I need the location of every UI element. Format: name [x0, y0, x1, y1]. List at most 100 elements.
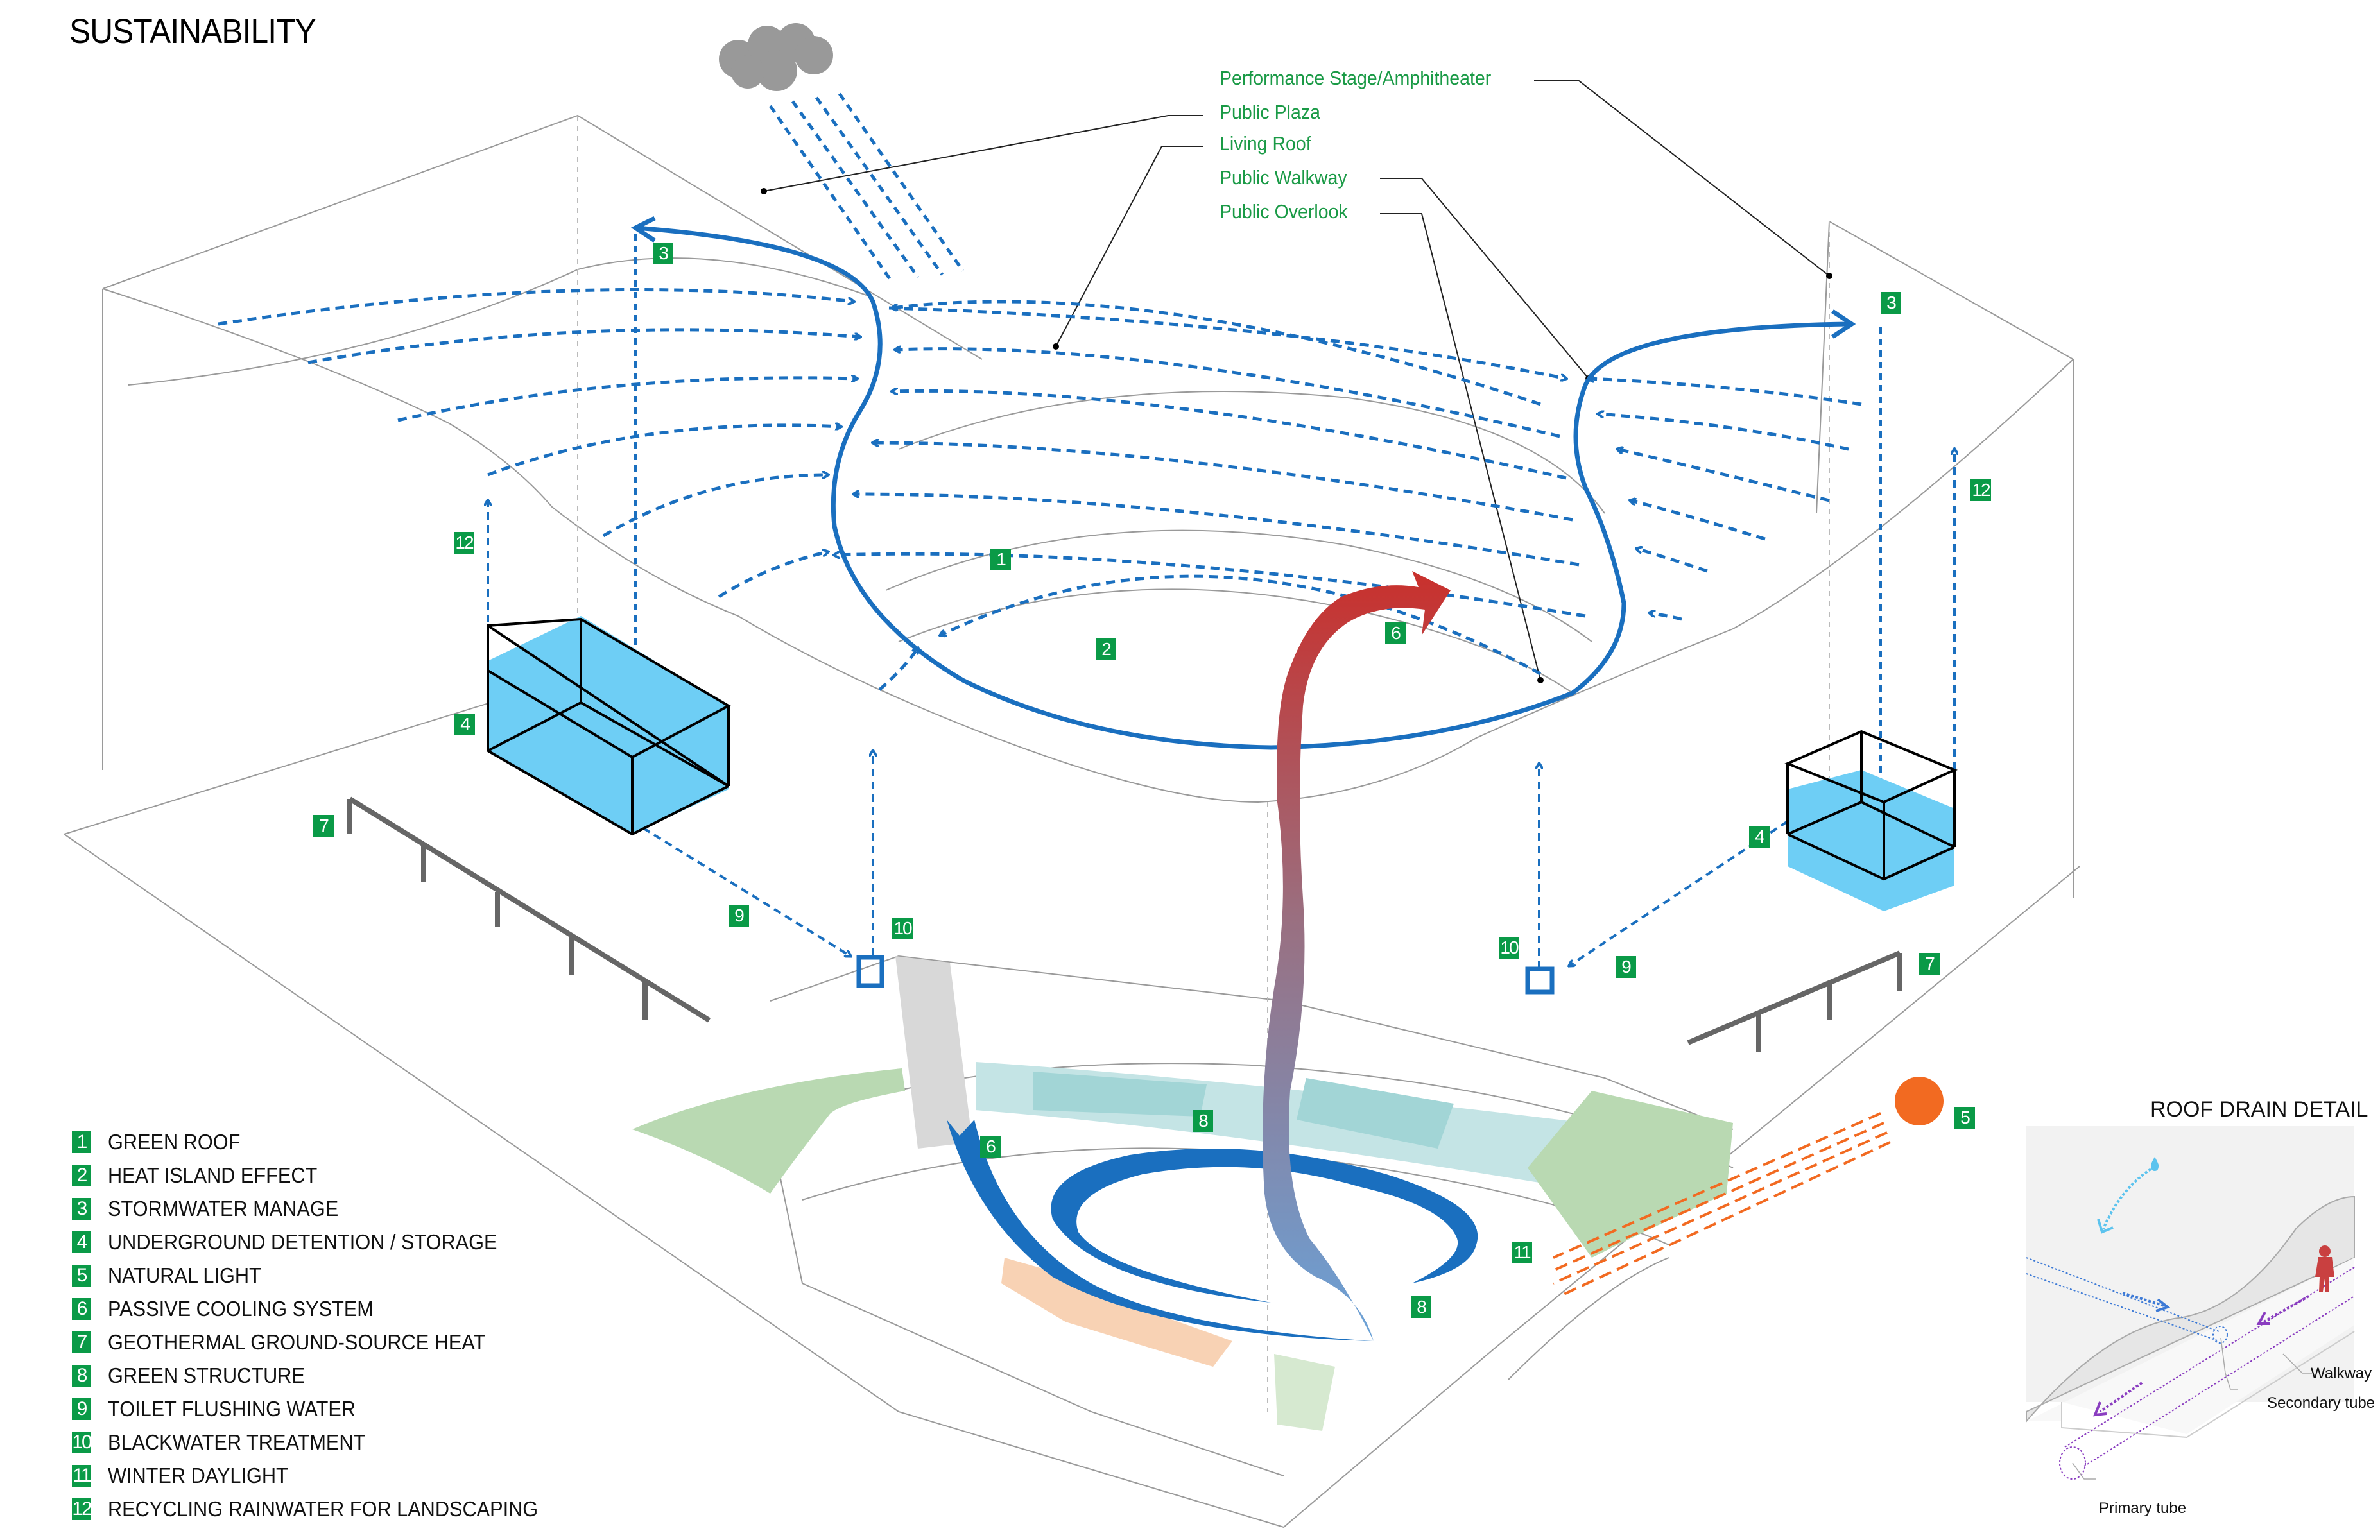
- legend-item: 5 NATURAL LIGHT: [72, 1263, 273, 1288]
- tag-stormwater-left: 3: [653, 243, 673, 264]
- geothermal-rail-left: [347, 796, 711, 1023]
- primary-tube-line: [2064, 1267, 2355, 1448]
- right-storage-tank: [1784, 730, 1958, 911]
- callout-public-overlook: Public Overlook: [1220, 200, 1348, 223]
- green-patch-bottom: [1274, 1354, 1335, 1431]
- legend-number: 10: [72, 1432, 92, 1453]
- callout-performance-stage: Performance Stage/Amphitheater: [1220, 67, 1492, 89]
- secondary-tube-end: [2212, 1326, 2228, 1344]
- gray-wall: [895, 956, 972, 1149]
- legend-label: WINTER DAYLIGHT: [108, 1464, 288, 1487]
- legend-number: 3: [72, 1198, 91, 1220]
- secondary-tube-label: Secondary tube: [2267, 1394, 2376, 1412]
- rain-lines: [768, 92, 965, 284]
- legend-label: NATURAL LIGHT: [108, 1263, 261, 1287]
- legend-item: 4 UNDERGROUND DETENTION / STORAGE: [72, 1229, 526, 1255]
- tag-winter-daylight: 11: [1512, 1242, 1532, 1263]
- legend-item: 1 GREEN ROOF: [72, 1129, 250, 1155]
- ventilation-stack: [1263, 571, 1451, 1341]
- legend-label: BLACKWATER TREATMENT: [108, 1430, 366, 1454]
- peach-surface: [1001, 1258, 1232, 1367]
- runoff-arrows-left: [218, 287, 918, 691]
- tag-passive-cooling-top: 6: [1385, 622, 1406, 644]
- left-storage-tank: [487, 616, 732, 836]
- primary-tube-end: [2059, 1446, 2086, 1480]
- stormwater-arrow-left: [631, 216, 656, 243]
- legend-number: 6: [72, 1298, 91, 1320]
- legend-item: 9 TOILET FLUSHING WATER: [72, 1396, 374, 1422]
- tag-toilet-flushing-right: 9: [1616, 956, 1636, 978]
- stormwater-loop: [635, 225, 1849, 750]
- callout-dots: [761, 188, 1832, 683]
- walkway-label: Walkway: [2311, 1365, 2372, 1382]
- legend-label: HEAT ISLAND EFFECT: [108, 1163, 318, 1187]
- tag-green-structure-top: 8: [1193, 1110, 1213, 1132]
- legend-label: GEOTHERMAL GROUND-SOURCE HEAT: [108, 1330, 486, 1354]
- detail-wave-surface: [2026, 1195, 2355, 1423]
- legend-label: TOILET FLUSHING WATER: [108, 1397, 356, 1421]
- tag-green-roof: 1: [990, 549, 1011, 570]
- callout-public-walkway: Public Walkway: [1220, 166, 1347, 189]
- tag-recycling-left: 12: [454, 532, 474, 554]
- stormwater-drops: [634, 234, 1882, 812]
- legend-number: 11: [72, 1465, 92, 1487]
- blackwater-box-right: [1525, 966, 1555, 995]
- legend-number: 1: [72, 1131, 91, 1153]
- green-roof-left: [632, 1068, 905, 1194]
- tag-recycling-right: 12: [1970, 479, 1991, 501]
- legend-number: 7: [72, 1331, 91, 1353]
- sun-icon: [1895, 1077, 1944, 1125]
- tag-storage-right: 4: [1749, 826, 1770, 848]
- callout-leaders: [763, 80, 1830, 681]
- legend-item: 10 BLACKWATER TREATMENT: [72, 1430, 384, 1455]
- legend-label: RECYCLING RAINWATER FOR LANDSCAPING: [108, 1497, 539, 1521]
- primary-tube-label: Primary tube: [2099, 1500, 2187, 1517]
- geothermal-rail-right: [1687, 950, 1902, 1052]
- tag-green-structure-bottom: 8: [1411, 1296, 1431, 1318]
- page-title: SUSTAINABILITY: [69, 12, 316, 51]
- tag-passive-cooling-bottom: 6: [980, 1136, 1001, 1158]
- rain-flow-arrow: [2102, 1163, 2159, 1229]
- guide-lines: [577, 116, 1830, 1412]
- legend-label: GREEN ROOF: [108, 1130, 241, 1154]
- legend-item: 2 HEAT ISLAND EFFECT: [72, 1163, 333, 1188]
- detail-walkway: [2026, 1258, 2354, 1434]
- person-silhouette-icon: [2315, 1245, 2334, 1292]
- legend-number: 9: [72, 1398, 91, 1420]
- tag-geothermal-left: 7: [313, 815, 334, 837]
- stormwater-arrow-right: [1831, 309, 1856, 339]
- water-drop-icon: [2151, 1157, 2159, 1171]
- legend-label: GREEN STRUCTURE: [108, 1364, 305, 1387]
- secondary-flow-arrow: [2155, 1298, 2171, 1312]
- green-structure-right: [1528, 1091, 1733, 1258]
- legend-number: 4: [72, 1231, 91, 1253]
- tag-blackwater-right: 10: [1499, 937, 1519, 959]
- primary-flow-arrow-upper: [2256, 1312, 2270, 1325]
- tag-stormwater-right: 3: [1881, 292, 1901, 314]
- legend-item: 8 GREEN STRUCTURE: [72, 1363, 320, 1389]
- runoff-arrows-right: [888, 306, 1862, 621]
- legend-number: 8: [72, 1365, 91, 1387]
- blackwater-box-left: [856, 955, 884, 988]
- runoff-arrows-center: [834, 300, 1586, 676]
- tag-geothermal-right: 7: [1919, 953, 1940, 975]
- teal-band-dark-2: [1297, 1078, 1454, 1149]
- passive-cooling-ribbon: [947, 1120, 1478, 1341]
- tag-blackwater-left: 10: [892, 918, 913, 939]
- cloud-icon: [719, 23, 833, 91]
- primary-flow-arrow-lower: [2092, 1401, 2107, 1417]
- tag-heat-island: 2: [1096, 638, 1116, 660]
- sun-rays: [1553, 1112, 1891, 1297]
- legend-label: UNDERGROUND DETENTION / STORAGE: [108, 1230, 497, 1254]
- tag-natural-light: 5: [1954, 1107, 1975, 1129]
- callout-living-roof: Living Roof: [1220, 132, 1311, 155]
- legend-number: 2: [72, 1165, 91, 1186]
- tag-storage-left: 4: [454, 714, 475, 735]
- roof-drain-detail: [2026, 1126, 2355, 1480]
- legend-number: 5: [72, 1265, 91, 1287]
- legend-item: 11 WINTER DAYLIGHT: [72, 1463, 302, 1489]
